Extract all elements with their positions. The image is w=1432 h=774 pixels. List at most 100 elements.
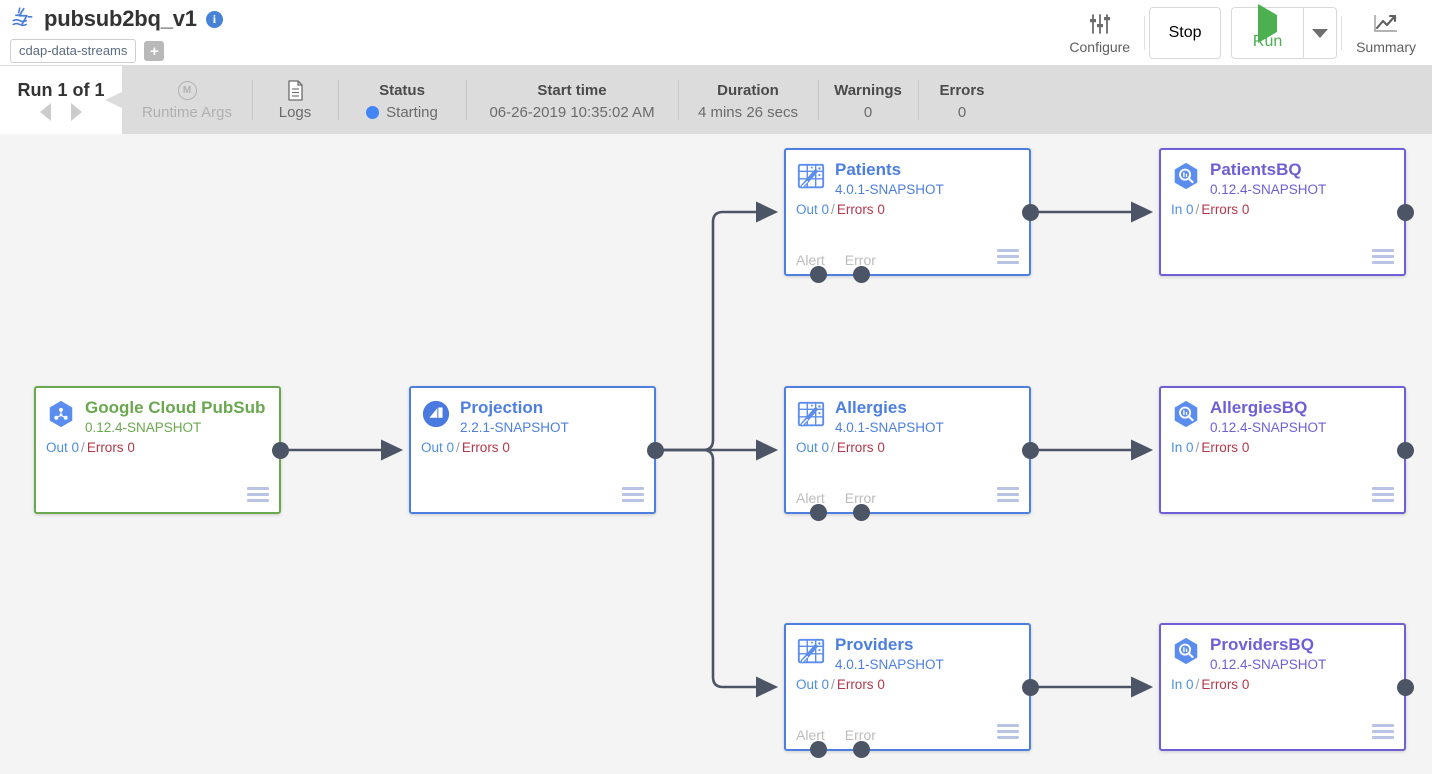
node-title: Patients <box>835 160 902 179</box>
run-options-dropdown[interactable] <box>1303 7 1338 59</box>
hamburger-menu-icon[interactable] <box>247 487 269 502</box>
wrangler-icon <box>797 401 825 427</box>
run-label: Run <box>1252 33 1283 50</box>
alert-port[interactable] <box>810 741 827 758</box>
duration-cell: Duration 4 mins 26 secs <box>678 66 818 134</box>
alert-port-label: Alert <box>796 727 825 743</box>
pipeline-canvas[interactable]: Google Cloud PubSub 0.12.4-SNAPSHOT Out … <box>0 134 1432 774</box>
node-header: PatientsBQ 0.12.4-SNAPSHOT <box>1161 150 1404 197</box>
node-patients[interactable]: Patients 4.0.1-SNAPSHOT Out 0/Errors 0 A… <box>784 148 1039 283</box>
node-header: Google Cloud PubSub 0.12.4-SNAPSHOT <box>36 388 279 435</box>
status-cell: Status Starting <box>338 66 466 134</box>
output-port[interactable] <box>1397 203 1414 221</box>
hamburger-menu-icon[interactable] <box>1372 724 1394 739</box>
errors-label: Errors <box>939 82 985 99</box>
node-allergiesbq[interactable]: AllergiesBQ 0.12.4-SNAPSHOT In 0/Errors … <box>1159 386 1414 514</box>
node-title: Google Cloud PubSub <box>85 398 266 417</box>
stop-button[interactable]: Stop <box>1149 7 1222 59</box>
metric-errors-label: Errors <box>1201 202 1239 217</box>
info-icon[interactable]: i <box>205 10 223 28</box>
metric-errors-label: Errors <box>836 440 874 455</box>
output-port[interactable] <box>1397 441 1414 459</box>
tag-chip[interactable]: cdap-data-streams <box>10 39 137 63</box>
chevron-down-icon <box>1312 28 1329 38</box>
node-providers[interactable]: Providers 4.0.1-SNAPSHOT Out 0/Errors 0 … <box>784 623 1039 758</box>
run-status-bar: Run 1 of 1 M Runtime Args <box>0 66 1432 134</box>
pipeline-star-icon <box>12 7 33 27</box>
metric-errors-label: Errors <box>461 440 499 455</box>
output-port[interactable] <box>272 441 289 459</box>
node-header: AllergiesBQ 0.12.4-SNAPSHOT <box>1161 388 1404 435</box>
hamburger-menu-icon[interactable] <box>1372 249 1394 264</box>
pipeline-title-row: pubsub2bq_v1 i <box>10 4 223 34</box>
output-port[interactable] <box>647 441 664 459</box>
hamburger-menu-icon[interactable] <box>622 487 644 502</box>
sliders-icon <box>1087 11 1113 37</box>
configure-button[interactable]: Configure <box>1059 11 1140 55</box>
output-port[interactable] <box>1022 678 1039 696</box>
node-title: PatientsBQ <box>1210 160 1302 179</box>
run-selector-tab[interactable]: Run 1 of 1 <box>0 66 122 134</box>
wire-projection-patients <box>663 201 779 452</box>
node-port-labels: Alert Error <box>796 490 876 506</box>
node-metrics: Out 0/Errors 0 <box>46 440 135 455</box>
output-port[interactable] <box>1022 441 1039 459</box>
hamburger-menu-icon[interactable] <box>997 249 1019 264</box>
metric-errors-label: Errors <box>1201 677 1239 692</box>
arrow-left-icon[interactable] <box>40 102 51 121</box>
hamburger-menu-icon[interactable] <box>997 487 1019 502</box>
toolbar-divider <box>1144 16 1146 50</box>
run-button[interactable]: Run <box>1231 4 1304 59</box>
play-triangle-icon <box>1258 4 1278 43</box>
node-allergies[interactable]: Allergies 4.0.1-SNAPSHOT Out 0/Errors 0 … <box>784 386 1039 521</box>
node-header: ProvidersBQ 0.12.4-SNAPSHOT <box>1161 625 1404 672</box>
node-patientsbq[interactable]: PatientsBQ 0.12.4-SNAPSHOT In 0/Errors 0 <box>1159 148 1414 276</box>
chart-line-icon <box>1372 11 1400 37</box>
logs-button[interactable]: Logs <box>252 66 338 134</box>
error-port[interactable] <box>853 266 870 283</box>
duration-value: 4 mins 26 secs <box>697 103 799 121</box>
node-metrics: Out 0/Errors 0 <box>421 440 510 455</box>
metric-in-value: 0 <box>1186 677 1194 692</box>
wrangler-icon <box>797 638 825 664</box>
pipeline-tags-row: cdap-data-streams + <box>10 39 223 63</box>
error-port[interactable] <box>853 504 870 521</box>
output-port[interactable] <box>1397 678 1414 696</box>
summary-button[interactable]: Summary <box>1346 11 1426 55</box>
warnings-cell: Warnings 0 <box>818 66 918 134</box>
metric-errors-value: 0 <box>1241 677 1250 692</box>
alert-port[interactable] <box>810 504 827 521</box>
node-projection[interactable]: Projection 2.2.1-SNAPSHOT Out 0/Errors 0 <box>409 386 664 514</box>
node-header: Allergies 4.0.1-SNAPSHOT <box>786 388 1029 435</box>
bigquery-icon <box>1174 162 1198 190</box>
node-version: 0.12.4-SNAPSHOT <box>1210 182 1327 197</box>
status-badge: Starting <box>366 104 438 121</box>
metric-in-label: In <box>1171 202 1183 217</box>
document-icon <box>287 80 304 102</box>
metric-out-value: 0 <box>71 440 80 455</box>
node-title: ProvidersBQ <box>1210 635 1314 654</box>
node-pubsub[interactable]: Google Cloud PubSub 0.12.4-SNAPSHOT Out … <box>34 386 289 514</box>
page-title: pubsub2bq_v1 <box>44 6 197 31</box>
node-metrics: In 0/Errors 0 <box>1171 440 1250 455</box>
node-title: Projection <box>460 398 544 417</box>
duration-label: Duration <box>717 82 779 99</box>
node-header: Providers 4.0.1-SNAPSHOT <box>786 625 1029 672</box>
alert-port[interactable] <box>810 266 827 283</box>
node-version: 2.2.1-SNAPSHOT <box>460 420 569 435</box>
metric-errors-label: Errors <box>1201 440 1239 455</box>
arrow-right-icon[interactable] <box>71 102 82 121</box>
metric-errors-value: 0 <box>877 677 885 692</box>
output-port[interactable] <box>1022 203 1039 221</box>
hamburger-menu-icon[interactable] <box>1372 487 1394 502</box>
error-port[interactable] <box>853 741 870 758</box>
node-title: AllergiesBQ <box>1210 398 1308 417</box>
hamburger-menu-icon[interactable] <box>997 724 1019 739</box>
error-port-label: Error <box>844 252 876 268</box>
status-dot-icon <box>366 105 380 119</box>
metric-out-label: Out <box>46 440 68 455</box>
node-title: Allergies <box>835 398 907 417</box>
add-tag-button[interactable]: + <box>144 41 165 61</box>
runtime-args-button[interactable]: M Runtime Args <box>122 66 252 134</box>
node-providersbq[interactable]: ProvidersBQ 0.12.4-SNAPSHOT In 0/Errors … <box>1159 623 1414 751</box>
